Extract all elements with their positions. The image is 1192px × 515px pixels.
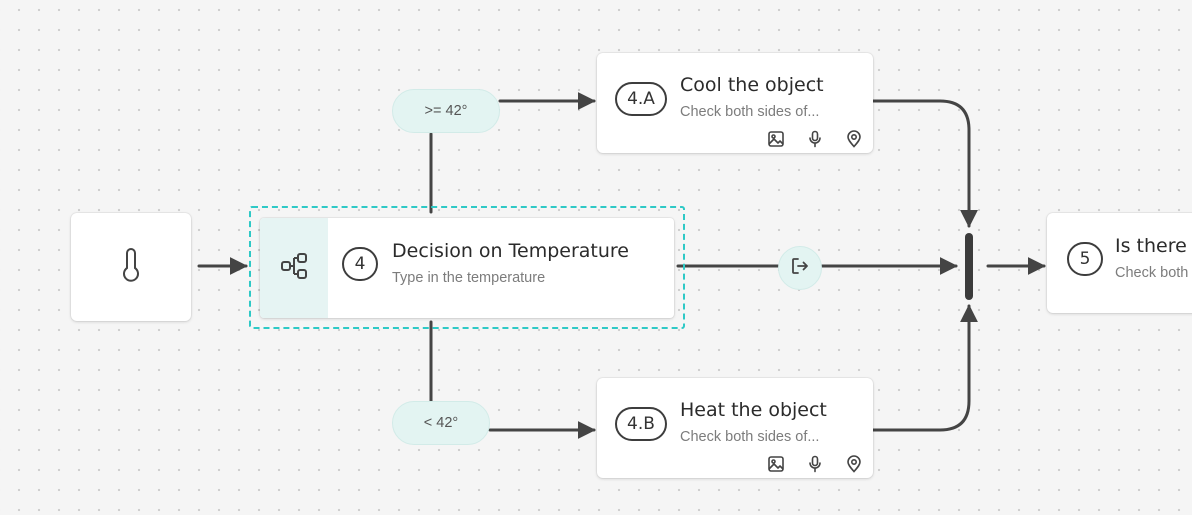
task-subtitle: Check both sides of... [680, 104, 820, 120]
exit-icon [791, 257, 809, 279]
task-node-4a[interactable]: 4.A Cool the object Check both sides of.… [597, 53, 873, 153]
location-pin-icon[interactable] [845, 455, 863, 473]
task-node-4b[interactable]: 4.B Heat the object Check both sides of.… [597, 378, 873, 478]
exit-button[interactable] [778, 246, 822, 290]
task-subtitle: Check both [1115, 265, 1189, 281]
task-attachments [767, 455, 863, 473]
condition-pill-b[interactable]: < 42° [392, 401, 490, 445]
task-attachments [767, 130, 863, 148]
step-badge: 4.A [615, 82, 667, 116]
start-node[interactable] [71, 213, 191, 321]
location-pin-icon[interactable] [845, 130, 863, 148]
task-node-5[interactable]: 5 Is there Check both [1047, 213, 1192, 313]
task-title: Is there [1115, 235, 1187, 257]
step-badge: 4 [342, 247, 378, 281]
decision-selection-outline [249, 206, 685, 329]
microphone-icon[interactable] [806, 130, 824, 148]
microphone-icon[interactable] [806, 455, 824, 473]
connector-task-a-to-merge [871, 99, 978, 228]
decision-title: Decision on Temperature [392, 240, 629, 262]
task-title: Cool the object [680, 74, 824, 96]
image-icon[interactable] [767, 130, 785, 148]
step-badge: 5 [1067, 242, 1103, 276]
step-badge: 4.B [615, 407, 667, 441]
connector-task-b-to-merge [871, 304, 978, 432]
image-icon[interactable] [767, 455, 785, 473]
task-subtitle: Check both sides of... [680, 429, 820, 445]
decision-icon-panel [260, 218, 328, 318]
condition-pill-a[interactable]: >= 42° [392, 89, 500, 133]
task-title: Heat the object [680, 399, 827, 421]
decision-subtitle: Type in the temperature [392, 270, 546, 286]
merge-gateway[interactable] [965, 233, 973, 300]
decision-node[interactable]: 4 Decision on Temperature Type in the te… [260, 218, 674, 318]
workflow-icon [279, 251, 309, 285]
thermometer-icon [120, 248, 142, 286]
